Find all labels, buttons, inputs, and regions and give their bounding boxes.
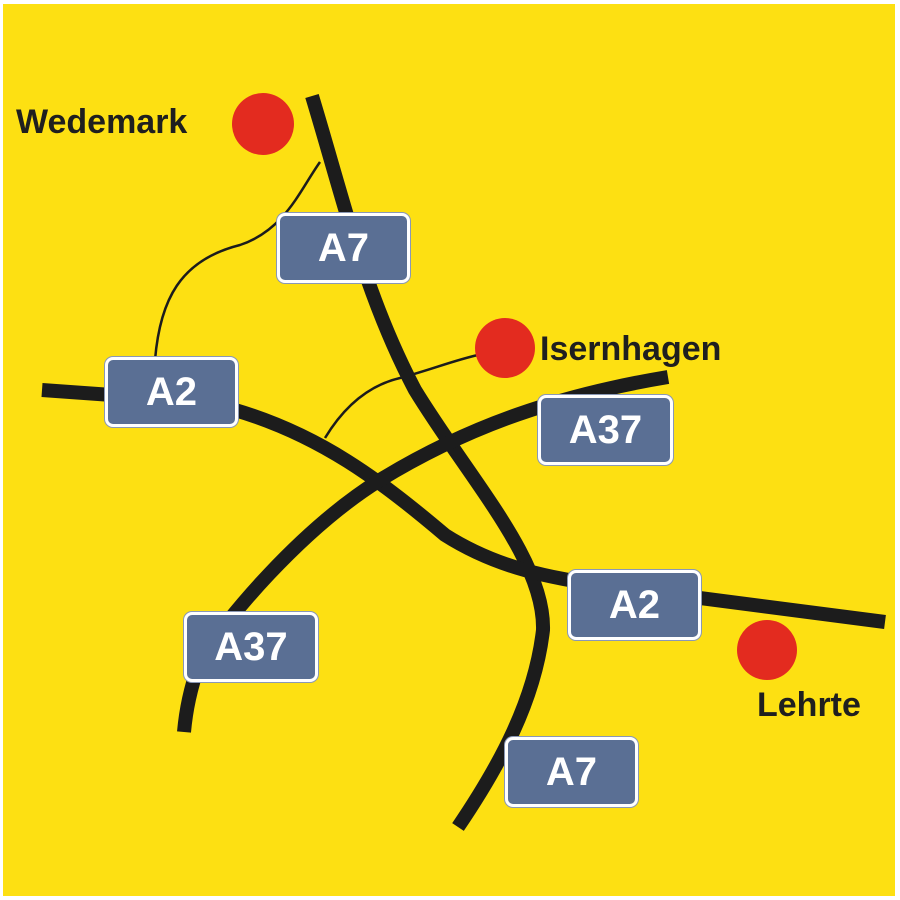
a7-north-shield-label: A7 <box>317 225 370 270</box>
a2-west-shield-label: A2 <box>145 369 198 414</box>
a2-road <box>41 383 886 629</box>
wedemark-marker <box>232 93 294 155</box>
lehrte-marker <box>737 620 797 680</box>
a37-north-shield: A37 <box>538 395 673 465</box>
a2-west-shield: A2 <box>105 357 238 427</box>
isernhagen-label: Isernhagen <box>540 330 722 368</box>
a7-south-shield: A7 <box>505 737 638 807</box>
a37-south-shield-label: A37 <box>214 624 288 669</box>
lehrte-label: Lehrte <box>757 686 861 724</box>
a7-south-shield-label: A7 <box>545 749 598 794</box>
isernhagen-marker <box>475 318 535 378</box>
wedemark-connector-road <box>153 161 322 361</box>
isernhagen-connector-road <box>323 353 479 439</box>
a37-north-shield-label: A37 <box>568 407 643 452</box>
a7-north-shield: A7 <box>277 213 410 283</box>
wedemark-label: Wedemark <box>16 103 188 141</box>
a2-east-shield: A2 <box>568 570 701 640</box>
a37-south-shield: A37 <box>184 612 318 682</box>
a2-east-shield-label: A2 <box>608 582 661 627</box>
